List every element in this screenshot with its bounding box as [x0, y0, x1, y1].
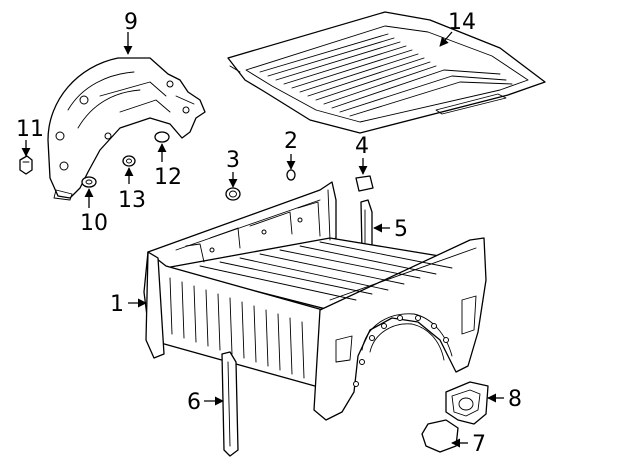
part-6-rail-strip [221, 351, 239, 457]
part-14-bed-mat [227, 11, 546, 134]
callout-1: 1 [110, 292, 124, 317]
callout-2: 2 [284, 129, 298, 154]
callout-12: 12 [154, 165, 182, 190]
callout-6: 6 [187, 390, 201, 415]
callout-14: 14 [448, 10, 476, 35]
callout-10: 10 [80, 211, 108, 236]
part-4-cap [355, 175, 374, 192]
callout-13: 13 [118, 188, 146, 213]
leader-lines [21, 31, 504, 448]
callout-9: 9 [124, 10, 138, 35]
callout-5: 5 [394, 217, 408, 242]
callout-4: 4 [355, 134, 369, 159]
part-1-pickup-box [143, 181, 487, 421]
part-11-clip [19, 155, 33, 175]
callout-7: 7 [472, 432, 486, 457]
callout-11: 11 [16, 117, 44, 142]
part-9-wheelhouse-liner [47, 57, 206, 201]
part-12-plug [154, 131, 170, 143]
part-3-grommet [225, 187, 241, 201]
callout-8: 8 [508, 387, 522, 412]
part-2-plug [286, 169, 296, 181]
part-7-fuel-door [421, 419, 459, 453]
callout-3: 3 [226, 148, 240, 173]
callout-labels: 9 14 11 12 13 10 3 2 4 5 1 6 8 7 [16, 10, 522, 457]
part-13-grommet [122, 155, 136, 167]
part-8-fuel-housing [445, 381, 489, 425]
part-10-bolt [81, 176, 97, 188]
leader-14 [439, 31, 453, 47]
